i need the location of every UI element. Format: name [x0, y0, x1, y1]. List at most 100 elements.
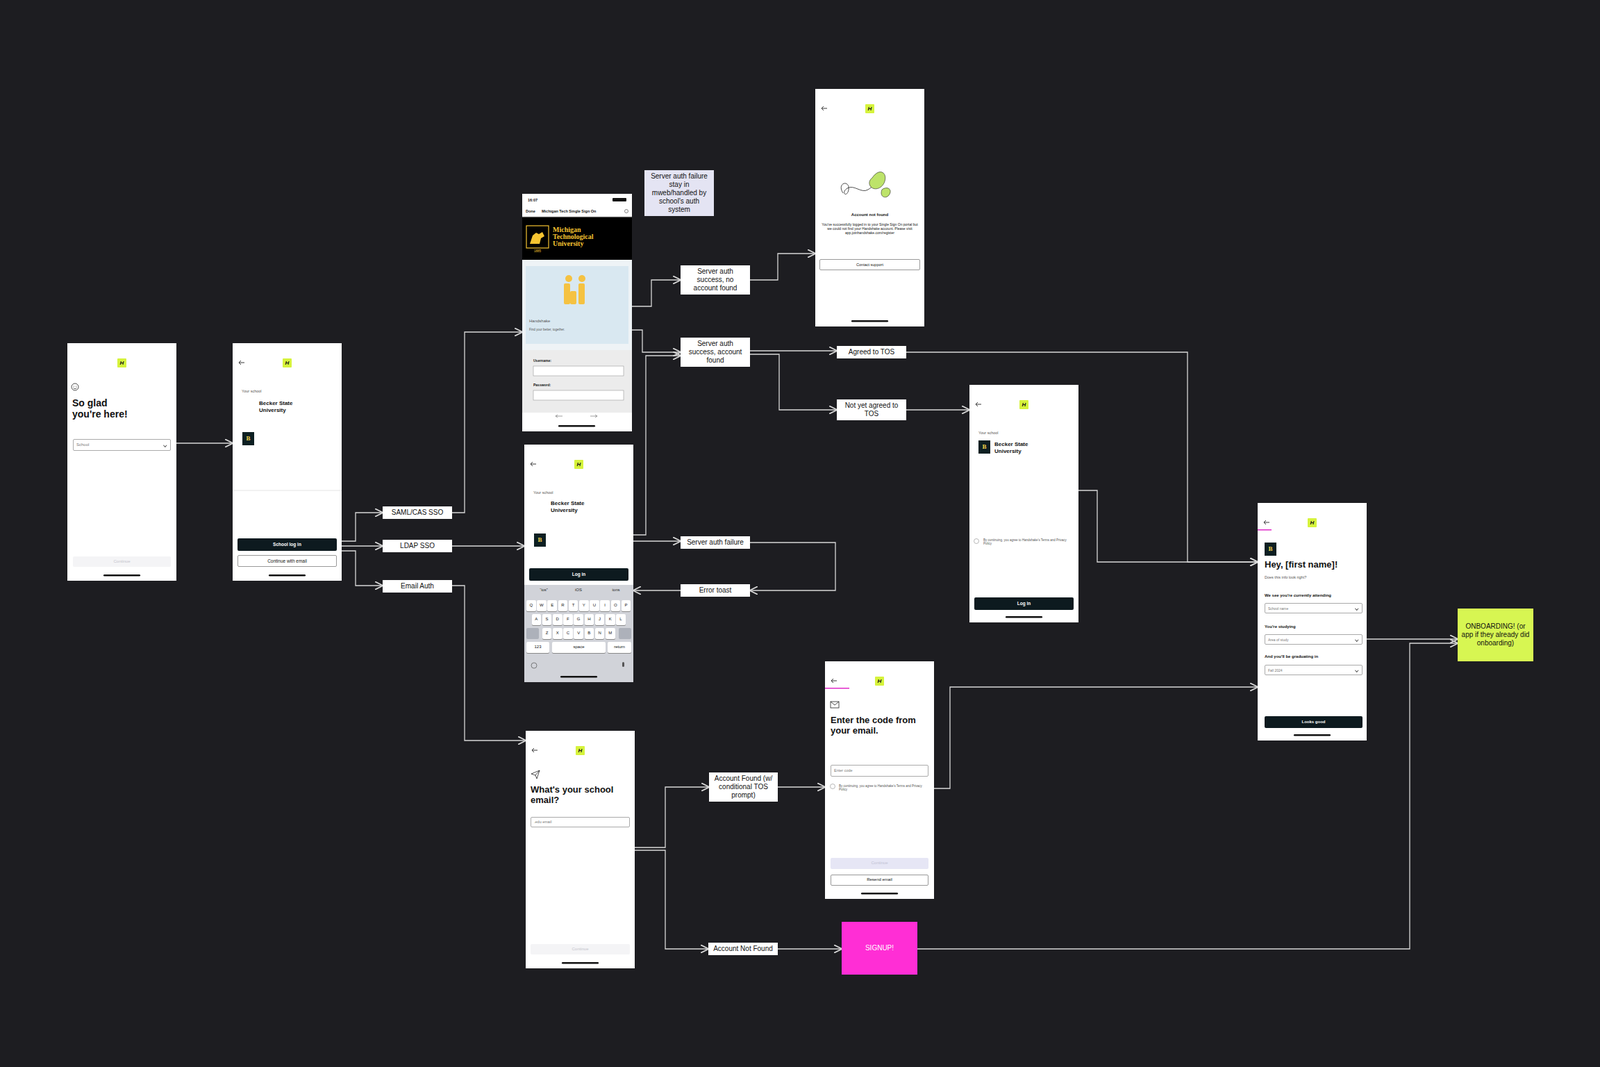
phone-screen: HEnter the code from your email.Enter co… [825, 661, 935, 899]
box-text: Not yet agreed to TOS [840, 401, 903, 419]
screen-text: Looks good [1264, 715, 1363, 728]
screen-text: By continuing, you agree to Handshake's … [838, 784, 926, 792]
screen-text: H [875, 676, 885, 686]
keyboard-suggestion: ions [602, 587, 630, 596]
screen-illustration [1257, 502, 1367, 741]
box-text: Server auth success, account found [684, 339, 747, 365]
screen-text: Michigan Tech Single Sign On [541, 209, 622, 214]
screen-text: H [282, 358, 292, 368]
keyboard-key: A [531, 613, 542, 625]
screen-text: Continue [530, 943, 630, 955]
flow-connector [1078, 490, 1258, 562]
screen-text: Continue [830, 857, 929, 869]
box-text: Server auth success, no account found [684, 267, 747, 293]
keyboard-suggestion: iOS [564, 587, 593, 596]
screen-text: Your school [241, 388, 312, 394]
keyboard-key: F [563, 613, 573, 625]
flow-connector [633, 589, 681, 591]
screen-text: Becker State University [994, 440, 1054, 455]
flow-label-box: Account Found (w/ conditional TOS prompt… [709, 772, 778, 802]
screen-text: School [72, 438, 171, 451]
flow-connector [634, 786, 710, 848]
keyboard-key: return [607, 641, 632, 653]
screen-text: Your school [978, 430, 1048, 436]
flow-connector [917, 643, 1458, 949]
box-text: ONBOARDING! (or app if they already did … [1461, 622, 1530, 648]
screen-text: H [1019, 400, 1029, 410]
box-text: Error toast [684, 586, 747, 595]
screen-text: Account not found [822, 212, 918, 218]
flow-connector [631, 329, 681, 353]
note-box: Server auth failure stay in mweb/handled… [644, 170, 714, 216]
screen-text: H [865, 104, 875, 114]
screen-text: Michigan Technological University [552, 226, 605, 248]
phone-screen: HYour schoolBBecker State UniversityBy c… [969, 384, 1079, 623]
flow-connector [934, 686, 1258, 789]
keyboard-suggestion: “ios” [529, 587, 558, 596]
keyboard-key: V [573, 627, 584, 639]
screen-text: Contact support [819, 259, 921, 271]
onboarding-box: ONBOARDING! (or app if they already did … [1457, 608, 1534, 662]
screen-text: School log in [237, 538, 337, 551]
keyboard-key: Y [579, 600, 589, 612]
flow-connector [452, 585, 526, 741]
flow-connector [631, 279, 681, 307]
box-text: Server auth failure stay in mweb/handled… [647, 172, 711, 214]
screen-text: Log in [974, 597, 1074, 610]
box-text: SIGNUP! [865, 943, 894, 953]
screen-text: Does this info look right? [1264, 575, 1362, 580]
flow-label-box: Error toast [680, 584, 750, 597]
flow-connector [341, 550, 383, 586]
screen-text: Your school [533, 490, 603, 496]
screen-text: Enter the code from your email. [830, 715, 928, 737]
screen-text: You're studying [1264, 624, 1362, 630]
screen-text: Area of study [1264, 634, 1363, 645]
screen-text: By continuing, you agree to Handshake's … [983, 538, 1071, 546]
flow-connector [341, 512, 383, 541]
flow-connector [452, 331, 523, 513]
screen-text: We see you're currently attending [1264, 593, 1362, 598]
keyboard-key: S [542, 613, 553, 625]
keyboard-key: R [558, 600, 569, 612]
box-text: Email Auth [386, 581, 449, 591]
signup-box: SIGNUP! [841, 921, 918, 975]
phone-screen: 16:07DoneMichigan Tech Single Sign On188… [522, 193, 632, 432]
keyboard-key: J [595, 613, 605, 625]
keyboard-key: C [563, 627, 573, 639]
keyboard-key: P [621, 600, 632, 612]
flow-label-box: Agreed to TOS [836, 345, 907, 359]
flow-label-box: Server auth success, no account found [680, 265, 750, 295]
screen-text: B [242, 431, 255, 446]
flow-label-box: Email Auth [382, 579, 453, 593]
flow-connector [750, 253, 816, 280]
screen-text: .edu email [530, 816, 630, 828]
keyboard-key: G [573, 613, 584, 625]
screen-text: H [574, 459, 584, 469]
screen-text: Username: [533, 358, 589, 363]
screen-text: Becker State University [259, 400, 308, 414]
screen-illustration [815, 88, 925, 327]
flow-connector [777, 947, 842, 949]
flow-label-box: Not yet agreed to TOS [836, 399, 907, 421]
keyboard-key: B [584, 627, 595, 639]
keyboard-key: T [568, 600, 579, 612]
screen-text: Handshake [529, 318, 592, 324]
box-text: Account Not Found [711, 944, 775, 953]
screen-text: Continue [72, 556, 171, 567]
screen-text: And you'll be graduating in [1264, 654, 1362, 660]
screen-text: You've successfully logged in to your Si… [819, 222, 921, 235]
screen-text: Log in [529, 568, 629, 581]
phone-screen: HBHey, [first name]!Does this info look … [1257, 502, 1367, 741]
flow-connector [633, 540, 681, 541]
keyboard-key: H [584, 613, 595, 625]
flow-connector [750, 542, 836, 591]
keyboard-key: L [615, 613, 626, 625]
flow-label-box: Server auth success, account found [680, 337, 750, 367]
flow-connector [906, 352, 1258, 562]
screen-text: 1885 [526, 249, 549, 253]
screen-text: What's your school email? [530, 784, 621, 806]
screen-text: Done [525, 209, 541, 214]
box-text: Server auth failure [684, 538, 747, 547]
screen-text: So glad you're here! [72, 397, 135, 420]
flow-connector [750, 354, 837, 410]
